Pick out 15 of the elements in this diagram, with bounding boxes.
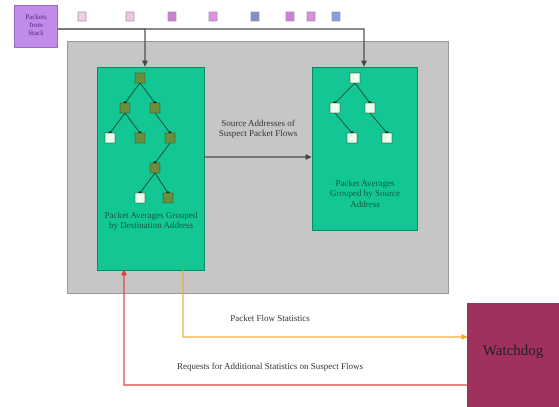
- source-box: [14, 5, 58, 48]
- arrow: [204, 154, 312, 160]
- node-label: Packet Averages Grouped by Source Address: [329, 178, 401, 210]
- process-box: [312, 67, 418, 231]
- arrow: [58, 28, 367, 67]
- process-box: [97, 67, 205, 271]
- edge-label: Packet Flow Statistics: [229, 313, 311, 324]
- node-label: Packet Averages Grouped by Destination Address: [104, 210, 198, 231]
- node-label: Watchdog: [482, 343, 544, 360]
- arrow: [121, 269, 467, 386]
- watchdog-box: [467, 303, 559, 407]
- arrow: [182, 270, 468, 340]
- edge-label: Requests for Additional Statistics on Suspect Flows: [176, 361, 364, 372]
- edge-label: Source Addresses of Suspect Packet Flows: [218, 118, 298, 139]
- container-panel: [67, 41, 449, 294]
